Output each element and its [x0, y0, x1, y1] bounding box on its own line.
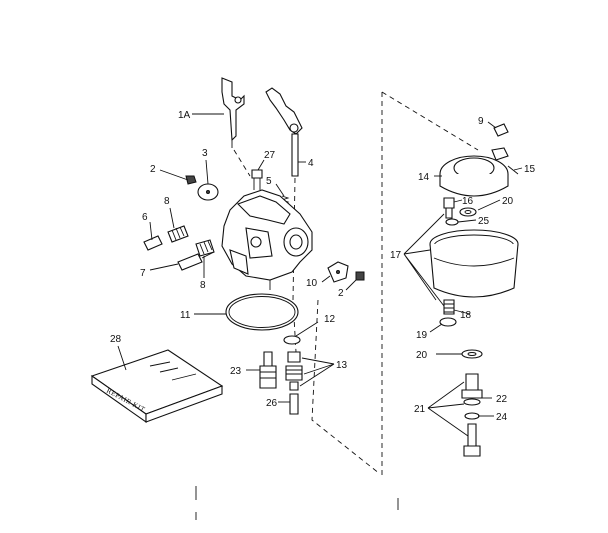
pin-15: [507, 165, 519, 175]
callout-3: 3: [202, 148, 208, 159]
callout-2-lower: 2: [338, 288, 344, 299]
oring-12: [283, 335, 301, 345]
bowl-nut-21: [461, 373, 483, 399]
carburetor-body: [221, 189, 313, 290]
callout-5: 5: [266, 176, 272, 187]
callout-7: 7: [140, 268, 146, 279]
callout-8-lower: 8: [200, 280, 206, 291]
lever-1a: [221, 77, 245, 148]
cap-19: [439, 317, 457, 327]
screw-21-lower: [463, 423, 481, 457]
screw-27: [251, 169, 263, 190]
callout-11: 11: [180, 310, 191, 321]
screw-9: [493, 123, 509, 137]
callout-labels: 1A 2 3 27 4 5 6 8 7 8 10 2 11 12 13 23 2…: [110, 110, 536, 423]
leader-lines: [117, 113, 523, 437]
callout-8-upper: 8: [164, 196, 170, 207]
callout-1a: 1A: [178, 110, 191, 121]
callout-19: 19: [416, 330, 428, 341]
seat-23: [259, 351, 277, 389]
lever-4: [265, 87, 303, 177]
callout-6: 6: [142, 212, 148, 223]
float-bowl-17: [429, 229, 519, 298]
callout-25: 25: [478, 216, 490, 227]
washer-24: [464, 412, 480, 420]
callout-2-upper: 2: [150, 164, 156, 175]
callout-27: 27: [264, 150, 276, 161]
callout-12: 12: [324, 314, 336, 325]
callout-21: 21: [414, 404, 426, 415]
callout-26: 26: [266, 398, 278, 409]
callout-13: 13: [336, 360, 348, 371]
callout-22: 22: [496, 394, 508, 405]
spring-8-upper: [167, 225, 189, 243]
washer-25: [445, 218, 459, 226]
choke-plate-10: [327, 261, 349, 283]
screw-2-upper: [185, 175, 197, 185]
callout-14: 14: [418, 172, 430, 183]
screw-16: [443, 197, 455, 219]
callout-18: 18: [460, 310, 472, 321]
washer-20-upper: [459, 207, 477, 217]
needle-7: [177, 251, 215, 271]
gasket-11: [225, 293, 299, 331]
callout-23: 23: [230, 366, 242, 377]
callout-20-upper: 20: [502, 196, 514, 207]
callout-4: 4: [308, 158, 314, 169]
callout-20-lower: 20: [416, 350, 428, 361]
pin-26: [289, 393, 299, 415]
callout-28: 28: [110, 334, 122, 345]
screw-2-lower: [355, 271, 365, 281]
screw-6: [143, 235, 163, 251]
callout-10: 10: [306, 278, 318, 289]
washer-20-lower: [461, 349, 483, 359]
spring-18: [443, 299, 455, 315]
oring-22: [463, 398, 481, 406]
callout-9: 9: [478, 116, 484, 127]
callout-16: 16: [462, 196, 474, 207]
throttle-plate-3: [197, 183, 219, 201]
callout-24: 24: [496, 412, 508, 423]
spring-8-lower: [195, 239, 215, 257]
callout-15: 15: [524, 164, 536, 175]
callout-17: 17: [390, 250, 402, 261]
needle-stack-13: [285, 351, 303, 391]
repair-kit-box: REPAIR KIT: [90, 349, 224, 424]
float-14: [439, 147, 509, 197]
